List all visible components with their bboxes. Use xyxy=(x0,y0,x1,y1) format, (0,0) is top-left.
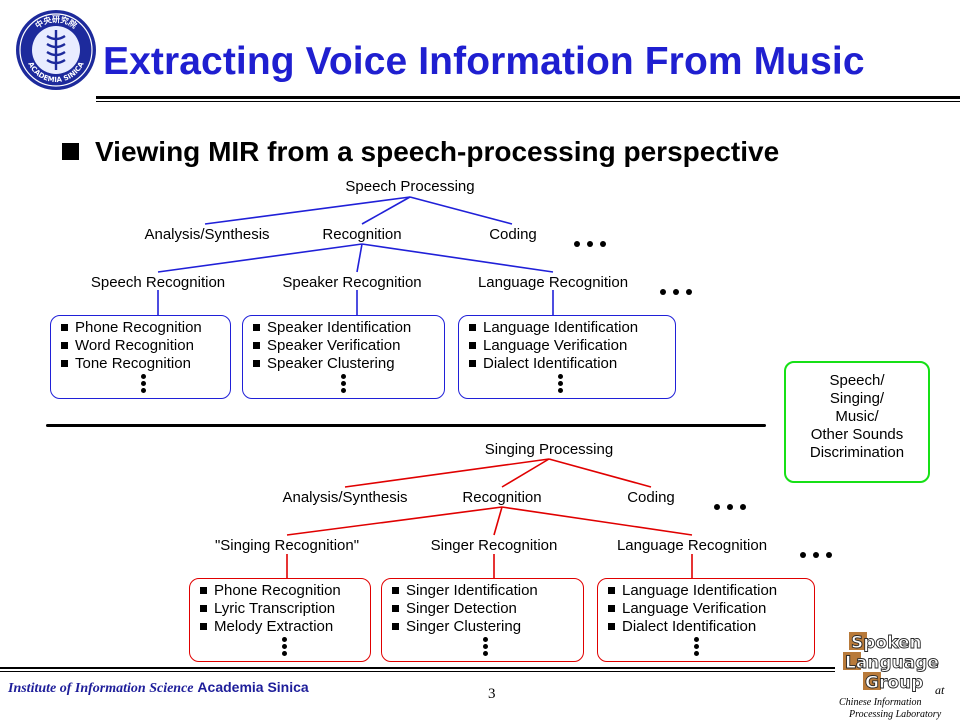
singing-recognition-box: Phone Recognition Lyric Transcription Me… xyxy=(189,578,371,662)
more-vertical-dots-icon xyxy=(282,637,287,658)
speaker-recognition-label: Speaker Recognition xyxy=(282,274,422,291)
list-item: Word Recognition xyxy=(51,337,230,355)
svg-text:中央研究院: 中央研究院 xyxy=(33,14,79,30)
discrimination-line: Other Sounds xyxy=(810,426,904,443)
language-recognition-box: Language Identification Language Verific… xyxy=(458,315,676,399)
singing-language-recognition-box: Language Identification Language Verific… xyxy=(597,578,815,662)
list-item: Singer Clustering xyxy=(382,618,583,636)
more-dots-icon xyxy=(714,497,753,510)
slg-lab-line1: Chinese Information xyxy=(839,697,922,708)
more-vertical-dots-icon xyxy=(694,637,699,658)
speech-recognition-branch-label: Speech Recognition xyxy=(90,274,226,291)
list-item: Singer Identification xyxy=(382,582,583,600)
more-vertical-dots-icon xyxy=(483,637,488,658)
speaker-recognition-box: Speaker Identification Speaker Verificat… xyxy=(242,315,445,399)
singer-recognition-box: Singer Identification Singer Detection S… xyxy=(381,578,584,662)
list-item: Speaker Verification xyxy=(243,337,444,355)
more-dots-icon xyxy=(800,545,839,558)
footer-text: Institute of Information Science Academi… xyxy=(8,679,309,697)
title-rule xyxy=(96,96,960,99)
slg-word-language: Language xyxy=(845,653,939,673)
logo-cjk-text: 中央研究院 xyxy=(33,14,79,30)
list-item: Lyric Transcription xyxy=(190,600,370,618)
discrimination-line: Discrimination xyxy=(809,444,905,461)
singing-analysis-synthesis-label: Analysis/Synthesis xyxy=(282,489,408,506)
speech-recognition-label: Recognition xyxy=(322,226,402,243)
list-item: Language Verification xyxy=(598,600,814,618)
singing-coding-label: Coding xyxy=(627,489,675,506)
singing-recognition-label: Recognition xyxy=(462,489,542,506)
academia-sinica-logo: 中央研究院 ACADEMIA SINICA xyxy=(16,10,96,90)
list-item: Singer Detection xyxy=(382,600,583,618)
footer-rule-thin xyxy=(0,671,835,672)
discrimination-line: Singing/ xyxy=(829,390,885,407)
discrimination-line: Speech/ xyxy=(829,372,885,389)
more-dots-icon xyxy=(574,234,613,247)
language-recognition-label: Language Recognition xyxy=(477,274,629,291)
singing-processing-label: Singing Processing xyxy=(484,441,614,458)
list-item: Phone Recognition xyxy=(190,582,370,600)
more-dots-icon xyxy=(660,282,699,295)
list-item: Dialect Identification xyxy=(598,618,814,636)
discrimination-line: Music/ xyxy=(835,408,879,425)
footer-institute: Institute of Information Science xyxy=(8,681,194,696)
discrimination-box: Speech/ Singing/ Music/ Other Sounds Dis… xyxy=(784,361,930,483)
footer-org: Academia Sinica xyxy=(197,679,309,695)
list-item: Phone Recognition xyxy=(51,319,230,337)
page-number: 3 xyxy=(488,686,496,702)
more-vertical-dots-icon xyxy=(341,374,346,395)
list-item: Tone Recognition xyxy=(51,355,230,373)
slg-at: at xyxy=(935,683,945,697)
title-rule-thin xyxy=(96,101,960,102)
list-item: Language Verification xyxy=(459,337,675,355)
bullet-square-icon xyxy=(62,143,79,160)
speech-coding-label: Coding xyxy=(489,226,537,243)
more-vertical-dots-icon xyxy=(558,374,563,395)
slg-lab-line2: Processing Laboratory xyxy=(848,709,942,720)
section-divider xyxy=(46,424,766,427)
list-item: Language Identification xyxy=(598,582,814,600)
speech-processing-label: Speech Processing xyxy=(345,178,475,195)
singing-language-recognition-label: Language Recognition xyxy=(616,537,768,554)
list-item: Speaker Clustering xyxy=(243,355,444,373)
speech-analysis-synthesis-label: Analysis/Synthesis xyxy=(144,226,270,243)
singing-recognition-branch-label: "Singing Recognition" xyxy=(214,537,360,554)
list-item: Language Identification xyxy=(459,319,675,337)
more-vertical-dots-icon xyxy=(141,374,146,395)
singer-recognition-label: Singer Recognition xyxy=(430,537,558,554)
slg-word-spoken: Spoken xyxy=(851,633,922,653)
speech-recognition-box: Phone Recognition Word Recognition Tone … xyxy=(50,315,231,399)
list-item: Dialect Identification xyxy=(459,355,675,373)
list-item: Speaker Identification xyxy=(243,319,444,337)
page-title: Extracting Voice Information From Music xyxy=(103,40,865,83)
footer-rule xyxy=(0,667,835,669)
spoken-language-group-logo: Spoken Language Group at Chinese Informa… xyxy=(839,632,945,720)
slg-word-group: Group xyxy=(865,673,923,693)
bullet-text: Viewing MIR from a speech-processing per… xyxy=(95,136,780,167)
list-item: Melody Extraction xyxy=(190,618,370,636)
